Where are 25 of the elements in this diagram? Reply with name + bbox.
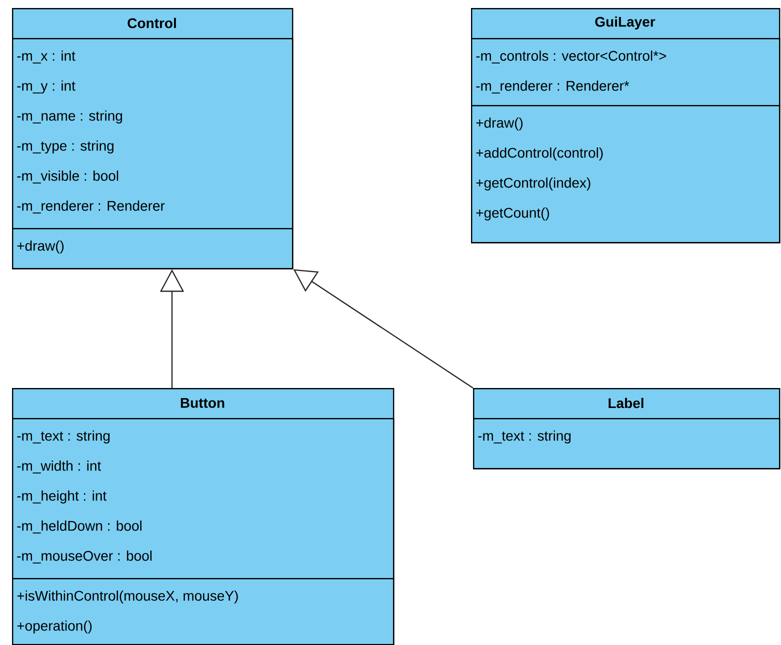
member-text: +getCount() (476, 207, 550, 221)
member-text: +draw() (17, 240, 64, 254)
member-text: +addControl(control) (476, 147, 603, 161)
member-text: -m_name : string (17, 110, 122, 124)
method-compartment (12, 578, 394, 645)
member-text: -m_type : string (17, 140, 114, 154)
member-text: +getControl(index) (476, 177, 590, 191)
member-text: -m_controls : vector<Control*> (476, 50, 666, 64)
member-text: +isWithinControl(mouseX, mouseY) (17, 590, 238, 604)
attribute-compartment (471, 38, 780, 106)
member-text: -m_height : int (17, 490, 106, 504)
member-text: -m_heldDown : bool (17, 520, 142, 534)
member-text: -m_mouseOver : bool (17, 550, 152, 564)
member-text: -m_renderer : Renderer* (476, 80, 630, 94)
member-text: -m_text : string (17, 430, 110, 444)
member-text: -m_renderer : Renderer (17, 200, 165, 214)
member-text: +operation() (17, 620, 92, 634)
member-text: -m_x : int (17, 50, 76, 64)
member-text: -m_width : int (17, 460, 102, 474)
attribute-compartment (473, 418, 780, 470)
member-text: -m_text : string (478, 430, 571, 444)
method-compartment (12, 228, 294, 270)
member-text: -m_y : int (17, 80, 76, 94)
member-text: -m_visible : bool (17, 170, 118, 184)
member-text: +draw() (476, 117, 523, 131)
